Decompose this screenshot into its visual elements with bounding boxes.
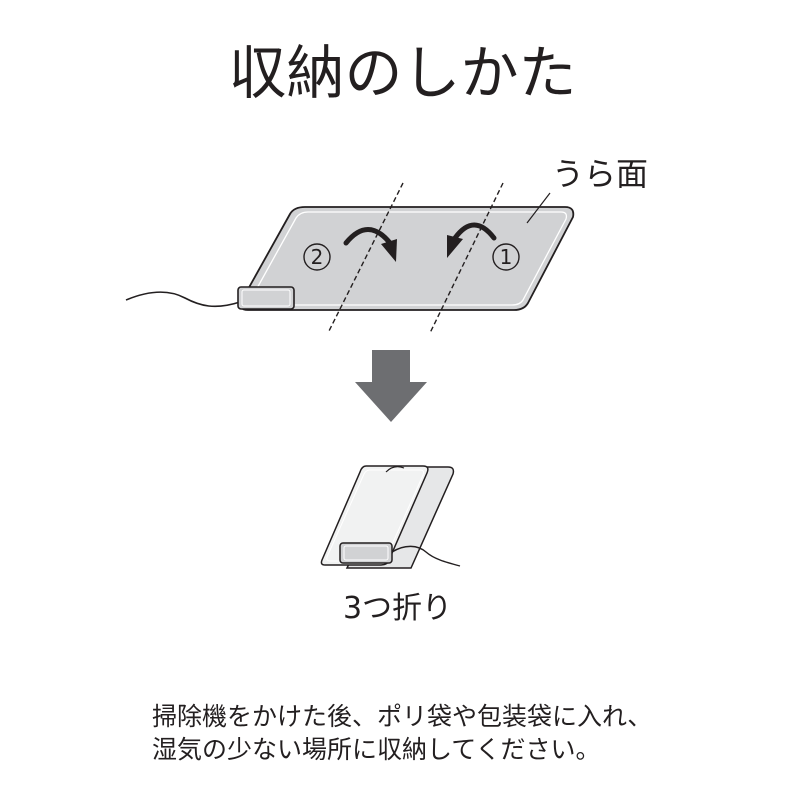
folded-power-cord: [391, 545, 461, 567]
instructions-line-2: 湿気の少ない場所に収納してください。: [152, 735, 601, 764]
svg-text:1: 1: [500, 245, 513, 269]
fold-line-left: [327, 182, 404, 334]
back-side-label: うら面: [552, 155, 649, 193]
folded-label: 3つ折り: [342, 591, 453, 626]
back-side-leader-line: [526, 192, 551, 224]
fold-arrow-1-icon: [447, 222, 497, 258]
folded-controller-box: [339, 542, 393, 564]
page-title: 収納のしかた: [228, 39, 577, 107]
fold-step-1-marker: 1: [492, 243, 520, 271]
fold-line-right: [429, 182, 504, 334]
storage-instructions: 掃除機をかけた後、ポリ袋や包装袋に入れ、 湿気の少ない場所に収納してください。: [152, 700, 772, 766]
fold-arrow-2-icon: [343, 227, 397, 262]
svg-text:2: 2: [311, 245, 324, 269]
down-arrow-icon: [355, 350, 427, 422]
controller-box: [237, 286, 295, 310]
fold-step-2-marker: 2: [303, 243, 331, 271]
instructions-line-1: 掃除機をかけた後、ポリ袋や包装袋に入れ、: [152, 702, 653, 731]
power-cord: [125, 291, 241, 308]
